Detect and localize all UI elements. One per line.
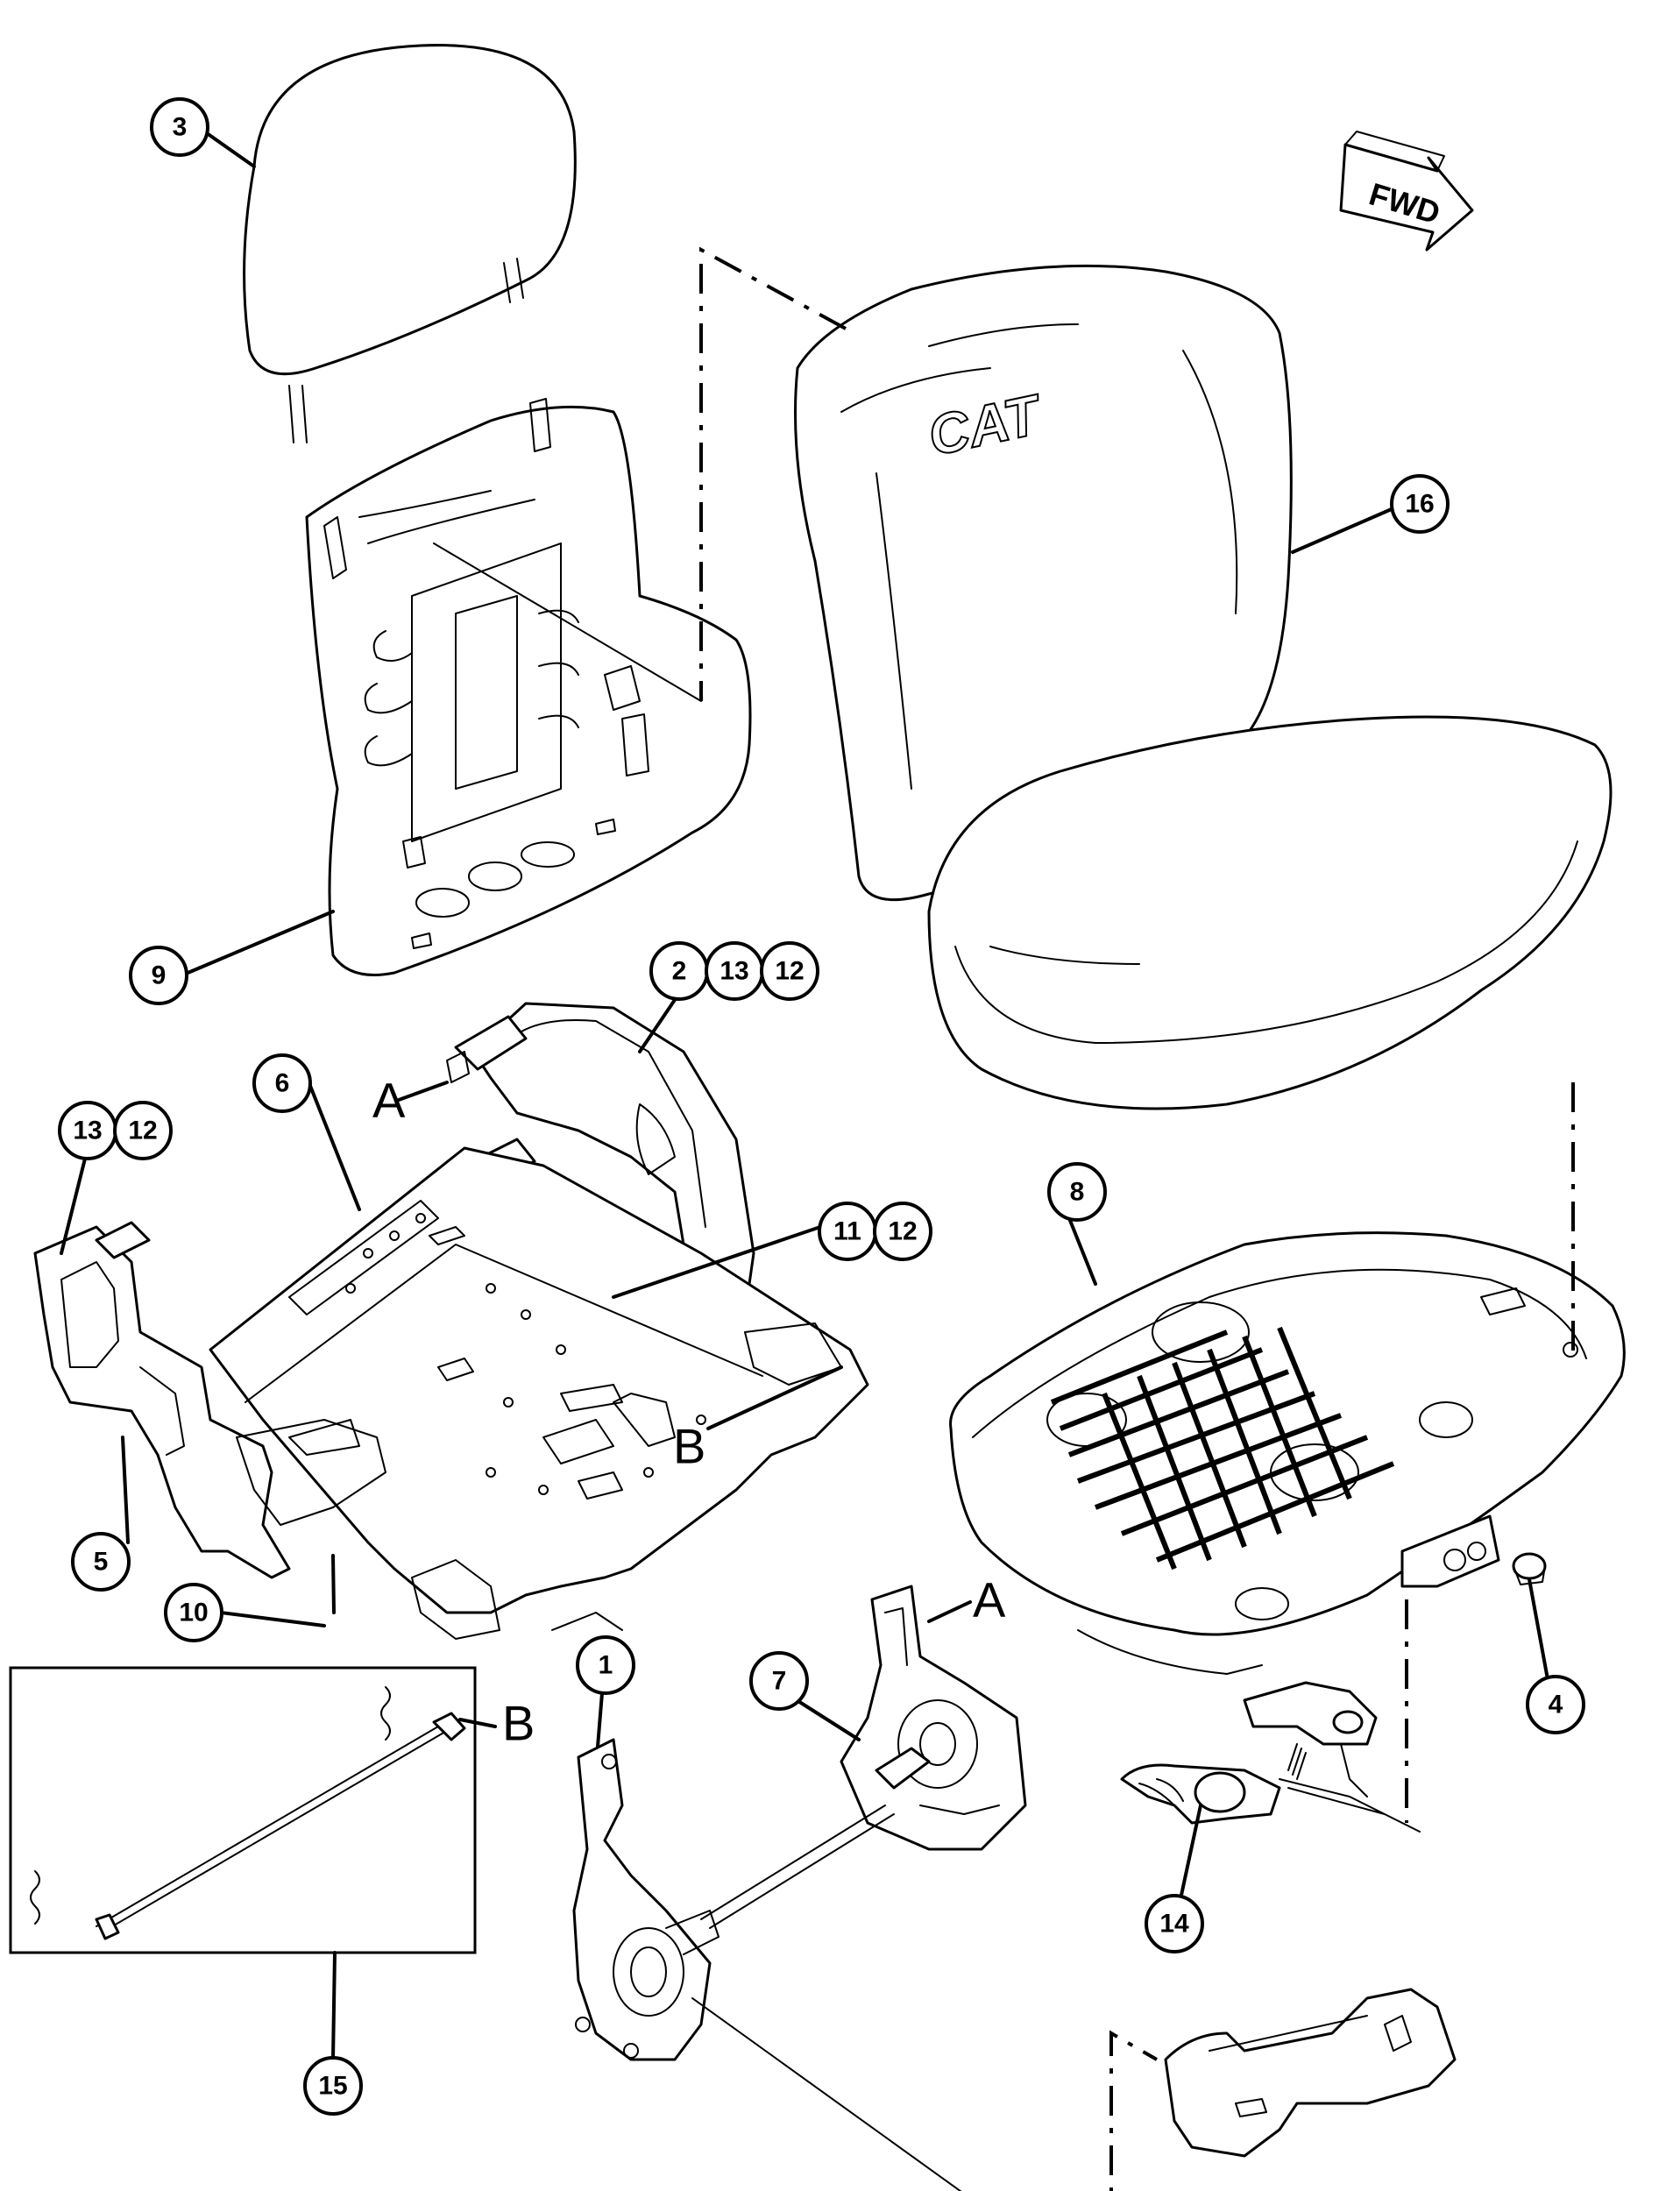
callout-8: 8 (1047, 1162, 1107, 1222)
callout-11: 11 (818, 1202, 877, 1261)
connection-line-back-to-cushion (699, 246, 847, 701)
seat-pan (949, 1231, 1626, 1675)
callout-1: 1 (576, 1635, 635, 1695)
ref-b-upper: B (673, 1419, 705, 1474)
svg-text:3: 3 (173, 113, 188, 142)
recliner-rod (691, 1805, 962, 2191)
svg-text:7: 7 (772, 1667, 787, 1696)
svg-text:1: 1 (599, 1651, 613, 1680)
svg-text:13: 13 (73, 1117, 102, 1145)
fwd-arrow: FWD (1339, 131, 1474, 252)
seat-pan-suspension-mesh (1050, 1326, 1395, 1571)
callout-15: 15 (303, 2056, 363, 2116)
svg-text:12: 12 (888, 1217, 917, 1246)
callout-14: 14 (1145, 1894, 1204, 1953)
rail-bracket-left (33, 1221, 386, 1579)
callout-16: 16 (1390, 474, 1450, 534)
svg-text:6: 6 (275, 1069, 290, 1098)
svg-text:11: 11 (833, 1217, 861, 1246)
inset-box (9, 1666, 477, 1954)
base-plate (209, 1146, 869, 1640)
callout-12-mid: 12 (873, 1202, 932, 1261)
adjustment-lever (1120, 1681, 1421, 1833)
svg-text:10: 10 (179, 1599, 208, 1627)
seat-cushion: CAT (794, 264, 1613, 1110)
connection-line-rod-to-bracket (1109, 2030, 1158, 2191)
connection-line-back-to-frame (433, 542, 702, 702)
svg-text:12: 12 (128, 1117, 157, 1145)
svg-text:12: 12 (775, 957, 804, 986)
svg-text:4: 4 (1549, 1691, 1563, 1719)
svg-text:2: 2 (672, 957, 687, 986)
callout-3: 3 (150, 97, 209, 157)
callout-12-left: 12 (113, 1101, 173, 1160)
ref-a-upper: A (372, 1073, 406, 1128)
svg-text:13: 13 (719, 957, 748, 986)
recliner-left (572, 1738, 719, 2061)
svg-text:16: 16 (1405, 490, 1434, 519)
callout-13-left: 13 (58, 1101, 117, 1160)
callout-9: 9 (129, 946, 188, 1005)
ref-a-lower: A (973, 1572, 1006, 1627)
lower-handle-bracket (1164, 1988, 1457, 2158)
callout-12-upper: 12 (760, 941, 819, 1001)
callout-10: 10 (164, 1583, 223, 1642)
recliner-right (840, 1585, 1027, 1851)
callout-5: 5 (71, 1532, 131, 1592)
svg-text:9: 9 (152, 961, 167, 990)
leader-lines (60, 131, 1551, 2061)
svg-text:5: 5 (94, 1548, 109, 1577)
callout-4: 4 (1526, 1675, 1585, 1734)
callout-7: 7 (749, 1651, 809, 1711)
ref-b-inset: B (502, 1696, 535, 1751)
callout-6: 6 (252, 1053, 312, 1113)
callout-13-upper: 13 (705, 941, 764, 1001)
svg-text:14: 14 (1159, 1910, 1189, 1939)
callout-2: 2 (649, 941, 709, 1001)
headrest (243, 44, 577, 443)
svg-text:8: 8 (1070, 1178, 1085, 1207)
seat-back-frame (305, 398, 752, 976)
svg-text:15: 15 (318, 2072, 347, 2101)
